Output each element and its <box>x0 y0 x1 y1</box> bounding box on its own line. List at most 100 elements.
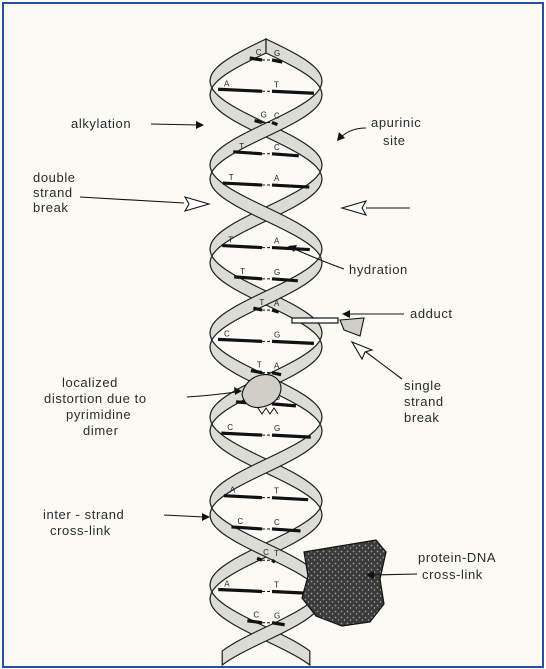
base-bar <box>272 91 314 93</box>
label-double-1: double <box>33 170 76 185</box>
base-letter: T <box>240 267 245 276</box>
base-letter: G <box>274 612 280 621</box>
base-bar <box>251 371 262 373</box>
apurinic-arrowhead <box>337 132 345 141</box>
base-bar <box>272 529 301 531</box>
base-bar <box>272 154 299 156</box>
double-break-arrowhead-right <box>342 201 366 215</box>
base-bar <box>222 246 262 248</box>
dimer-zigzag <box>258 408 278 414</box>
base-bar <box>218 89 262 91</box>
base-letter: C <box>227 423 233 432</box>
base-pair: TA <box>223 173 310 187</box>
base-letter: T <box>274 549 279 558</box>
base-bar <box>233 152 262 154</box>
double-break-arrow-left-line <box>80 197 184 203</box>
base-bar <box>234 277 262 279</box>
label-adduct: adduct <box>410 306 453 321</box>
label-apurinic-2: site <box>383 133 406 148</box>
base-bar <box>223 183 262 185</box>
base-letter: A <box>224 579 230 588</box>
base-letter: T <box>228 236 233 245</box>
single-strand-break-fragment <box>340 318 364 336</box>
base-bar <box>221 433 262 435</box>
dna-damage-diagram: CGATGCTCTATATGTACGTACGCGATCCCTATCG alkyl… <box>4 4 542 666</box>
base-letter: G <box>274 330 280 339</box>
label-double-2: strand <box>33 185 73 200</box>
label-apurinic-1: apurinic <box>371 115 421 130</box>
base-letter: C <box>274 518 280 527</box>
base-bar <box>247 621 262 623</box>
base-bar <box>253 308 262 310</box>
base-bar <box>272 404 296 406</box>
base-bar <box>272 279 298 281</box>
apurinic-arrow-line <box>340 128 366 138</box>
interstrand-arrow-line <box>164 515 204 517</box>
label-distortion-1: localized <box>62 375 118 390</box>
base-bar <box>272 498 308 500</box>
label-interstrand-1: inter - strand <box>43 507 124 522</box>
base-letter: A <box>224 79 230 88</box>
base-letter: T <box>274 580 279 589</box>
base-letter: C <box>237 517 243 526</box>
label-single-2: strand <box>404 394 444 409</box>
base-bar <box>250 58 262 60</box>
base-pair: CG <box>247 611 284 625</box>
base-bar <box>272 560 275 562</box>
alkylation-arrow-line <box>151 124 199 125</box>
base-bar <box>272 623 285 625</box>
single-break-arrow-line <box>366 352 402 379</box>
base-bar <box>272 341 314 343</box>
dna-double-helix <box>210 39 322 665</box>
base-letter: A <box>274 174 280 183</box>
label-alkylation: alkylation <box>71 116 131 131</box>
base-bar <box>272 373 281 375</box>
base-bar <box>272 123 277 125</box>
interstrand-arrowhead <box>202 513 210 521</box>
base-bar <box>257 558 262 560</box>
label-single-1: single <box>404 378 442 393</box>
label-interstrand-2: cross-link <box>50 523 111 538</box>
label-protein-1: protein-DNA <box>418 550 496 565</box>
label-protein-2: cross-link <box>422 567 483 582</box>
label-distortion-2: distortion due to <box>44 391 147 406</box>
base-letter: T <box>259 298 264 307</box>
base-letter: C <box>256 48 262 57</box>
alkylation-arrowhead <box>196 121 204 129</box>
base-letter: T <box>257 361 262 370</box>
base-letter: T <box>239 142 244 151</box>
base-bar <box>224 496 262 498</box>
base-bar <box>255 121 262 123</box>
base-letter: A <box>274 299 280 308</box>
protein-blob <box>302 540 386 626</box>
base-letter: G <box>274 268 280 277</box>
base-letter: T <box>274 487 279 496</box>
base-letter: A <box>230 486 236 495</box>
base-bar <box>272 310 279 312</box>
base-bar <box>272 185 309 187</box>
base-letter: T <box>229 173 234 182</box>
base-bar <box>218 589 262 591</box>
base-letter: C <box>253 611 259 620</box>
base-letter: T <box>274 80 279 89</box>
base-letter: C <box>274 143 280 152</box>
base-letter: G <box>261 111 267 120</box>
double-break-arrowhead-left <box>185 197 209 211</box>
base-letter: A <box>274 237 280 246</box>
base-letter: C <box>274 112 280 121</box>
base-bar <box>272 435 311 437</box>
base-letter: C <box>263 548 269 557</box>
adduct-arrowhead <box>342 310 350 318</box>
label-distortion-4: dimer <box>83 423 119 438</box>
base-bar <box>231 527 262 529</box>
